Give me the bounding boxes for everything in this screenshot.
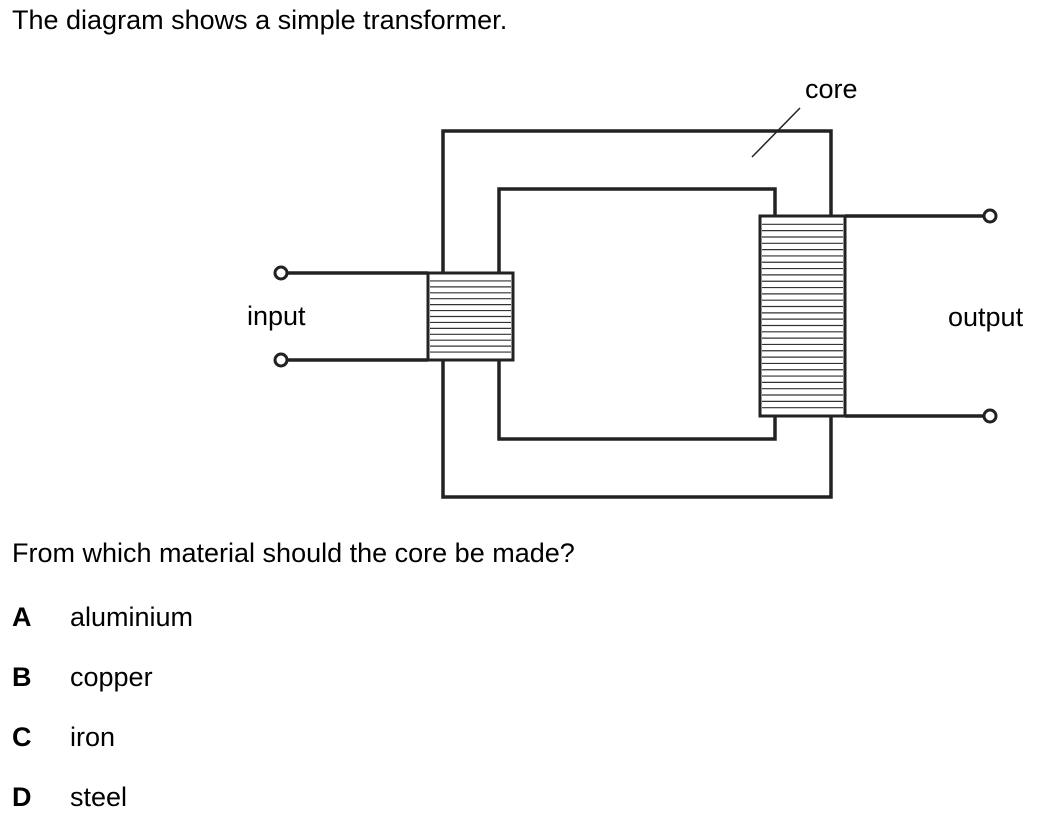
core-outer-outline [441,129,833,499]
input-terminal-bottom [273,352,289,368]
question-text: From which material should the core be m… [12,538,575,568]
core-inner-outline [497,187,777,441]
option-text: copper [70,662,153,692]
output-label: output [948,302,1024,332]
core-label: core [805,74,858,104]
option-text: steel [70,782,128,812]
option-text: aluminium [70,602,194,632]
core-label-pointer [751,107,801,158]
secondary-coil [758,214,847,418]
option-letter: B [12,662,32,692]
intro-text: The diagram shows a simple transformer. [12,5,508,35]
transformer-diagram: core input output [247,74,1024,499]
option-text: iron [70,722,116,752]
option-letter: C [12,722,32,752]
option-letter: A [12,602,32,632]
primary-coil [426,271,515,362]
secondary-coil-windings [762,223,843,409]
input-label: input [247,301,306,331]
option-letter: D [12,782,32,812]
output-terminal-top [982,208,998,224]
output-terminal-bottom [982,408,998,424]
primary-coil-windings [430,280,511,353]
input-terminal-top [273,265,289,281]
